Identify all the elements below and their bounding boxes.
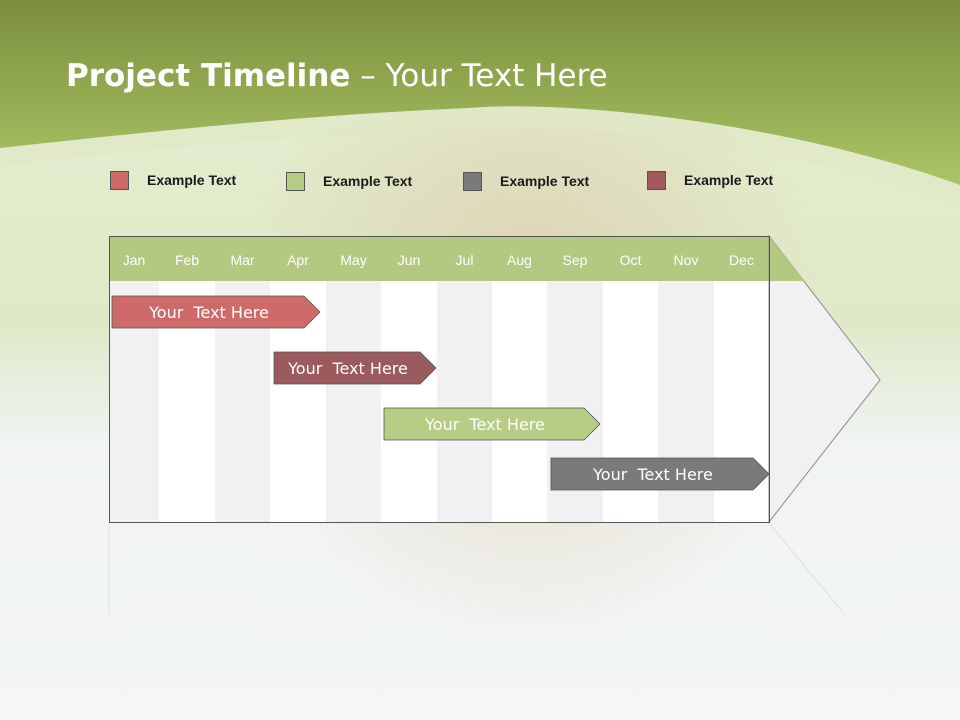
legend-swatch	[110, 171, 129, 190]
month-header-cell	[547, 236, 603, 281]
month-label: Feb	[175, 252, 199, 268]
legend-swatch	[647, 171, 666, 190]
month-column-body	[326, 281, 381, 522]
task-bar-label: Your Text Here	[592, 465, 713, 484]
month-label: May	[340, 252, 366, 268]
month-label: Aug	[507, 252, 532, 268]
title-bold: Project Timeline	[66, 58, 351, 94]
month-header-cell	[714, 236, 769, 281]
legend-swatch	[286, 172, 305, 191]
task-bar	[111, 295, 321, 329]
month-header-cell	[109, 236, 159, 281]
task-bar-label: Your Text Here	[424, 415, 545, 434]
month-column-body	[381, 281, 437, 522]
legend-label: Example Text	[500, 173, 590, 189]
task-bar	[383, 407, 601, 441]
task-bar-label: Your Text Here	[287, 359, 408, 378]
task-bar	[273, 351, 437, 385]
month-header-cell	[492, 236, 547, 281]
page-title: Project Timeline – Your Text Here	[66, 58, 608, 94]
month-label: Jan	[123, 252, 146, 268]
title-rest: – Your Text Here	[350, 58, 608, 94]
month-label: Jun	[398, 252, 421, 268]
legend-label: Example Text	[147, 172, 237, 188]
month-label: Jul	[456, 252, 474, 268]
month-label: Oct	[620, 252, 642, 268]
month-header-cell	[381, 236, 437, 281]
month-header-cell	[326, 236, 381, 281]
month-header-cell	[437, 236, 492, 281]
month-header-cell	[603, 236, 658, 281]
task-bar	[550, 457, 770, 491]
timeline-frame	[109, 236, 770, 523]
month-label: Nov	[674, 252, 699, 268]
month-header-cell	[270, 236, 326, 281]
header-arrow-tip	[769, 236, 804, 281]
month-header-cell	[159, 236, 215, 281]
month-column-body	[437, 281, 492, 522]
month-header-cell	[215, 236, 270, 281]
timeline-reflection	[108, 523, 846, 616]
month-label: Apr	[287, 252, 309, 268]
month-label: Mar	[230, 252, 254, 268]
legend-swatch	[463, 172, 482, 191]
month-column-body	[492, 281, 547, 522]
legend-label: Example Text	[323, 173, 413, 189]
legend-label: Example Text	[684, 172, 774, 188]
month-label: Dec	[729, 252, 754, 268]
month-label: Sep	[563, 252, 588, 268]
month-header-cell	[658, 236, 714, 281]
task-bar-label: Your Text Here	[148, 303, 269, 322]
